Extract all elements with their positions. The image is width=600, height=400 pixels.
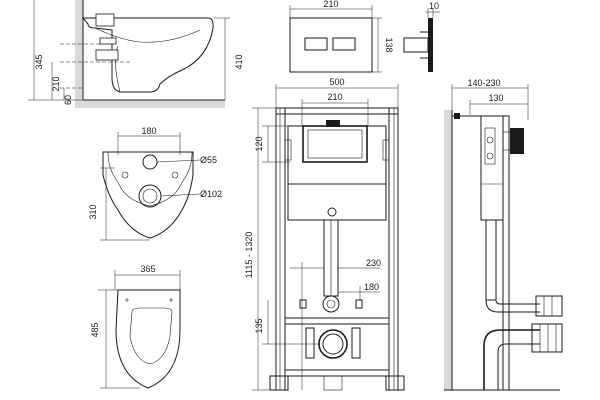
dim-485: 485 (90, 322, 100, 337)
dim-120: 120 (254, 136, 264, 151)
seat-outline (115, 289, 181, 389)
bowl-outline (81, 17, 214, 93)
drain-elbow (483, 329, 540, 390)
floor-hatch (75, 100, 225, 108)
dim-180: 180 (141, 126, 156, 136)
dim-230: 230 (366, 258, 381, 268)
hole-55 (142, 154, 158, 170)
dim-dia-102: Ø102 (200, 189, 222, 199)
dim-310: 310 (88, 204, 98, 219)
dim-dia-55: Ø55 (200, 155, 217, 165)
frame-lower-bar (284, 317, 390, 325)
dim-210: 210 (51, 76, 61, 91)
frame-left-post (275, 107, 286, 391)
dim-180-front: 180 (364, 282, 379, 292)
cistern-side (480, 115, 504, 221)
dim-60: 60 (63, 95, 73, 105)
dim-500: 500 (329, 77, 344, 87)
toilet-side-view: 345 210 60 410 (28, 0, 244, 108)
dim-plate-10: 10 (429, 1, 439, 11)
dim-410: 410 (234, 54, 244, 69)
dim-130: 130 (488, 93, 503, 103)
dim-140-230: 140-230 (467, 78, 500, 88)
frame-side-view: 140-230 130 (444, 78, 563, 391)
side-wall-hatch (444, 110, 452, 390)
dim-frame-210: 210 (327, 92, 342, 102)
dim-365: 365 (140, 264, 155, 274)
flush-opening (302, 125, 368, 163)
dim-135: 135 (254, 318, 264, 333)
frame-front-view: 500 210 120 230 180 (244, 77, 405, 391)
flush-button-left (304, 37, 328, 51)
dim-plate-138: 138 (384, 37, 394, 52)
frame-right-post (388, 107, 399, 391)
dim-1115-1320: 1115 - 1320 (244, 232, 254, 279)
flush-plate (289, 17, 373, 73)
toilet-seat-view: 365 485 (90, 264, 181, 389)
flush-plate-view: 210 138 10 (289, 0, 440, 73)
flush-button-right (332, 37, 356, 51)
wall-hatch (75, 0, 83, 108)
top-bowl-outline (102, 151, 194, 239)
toilet-top-view: 180 Ø55 Ø102 310 (88, 126, 222, 241)
side-frame-post (502, 115, 510, 391)
dim-345: 345 (34, 54, 44, 69)
dim-plate-210: 210 (323, 0, 338, 9)
